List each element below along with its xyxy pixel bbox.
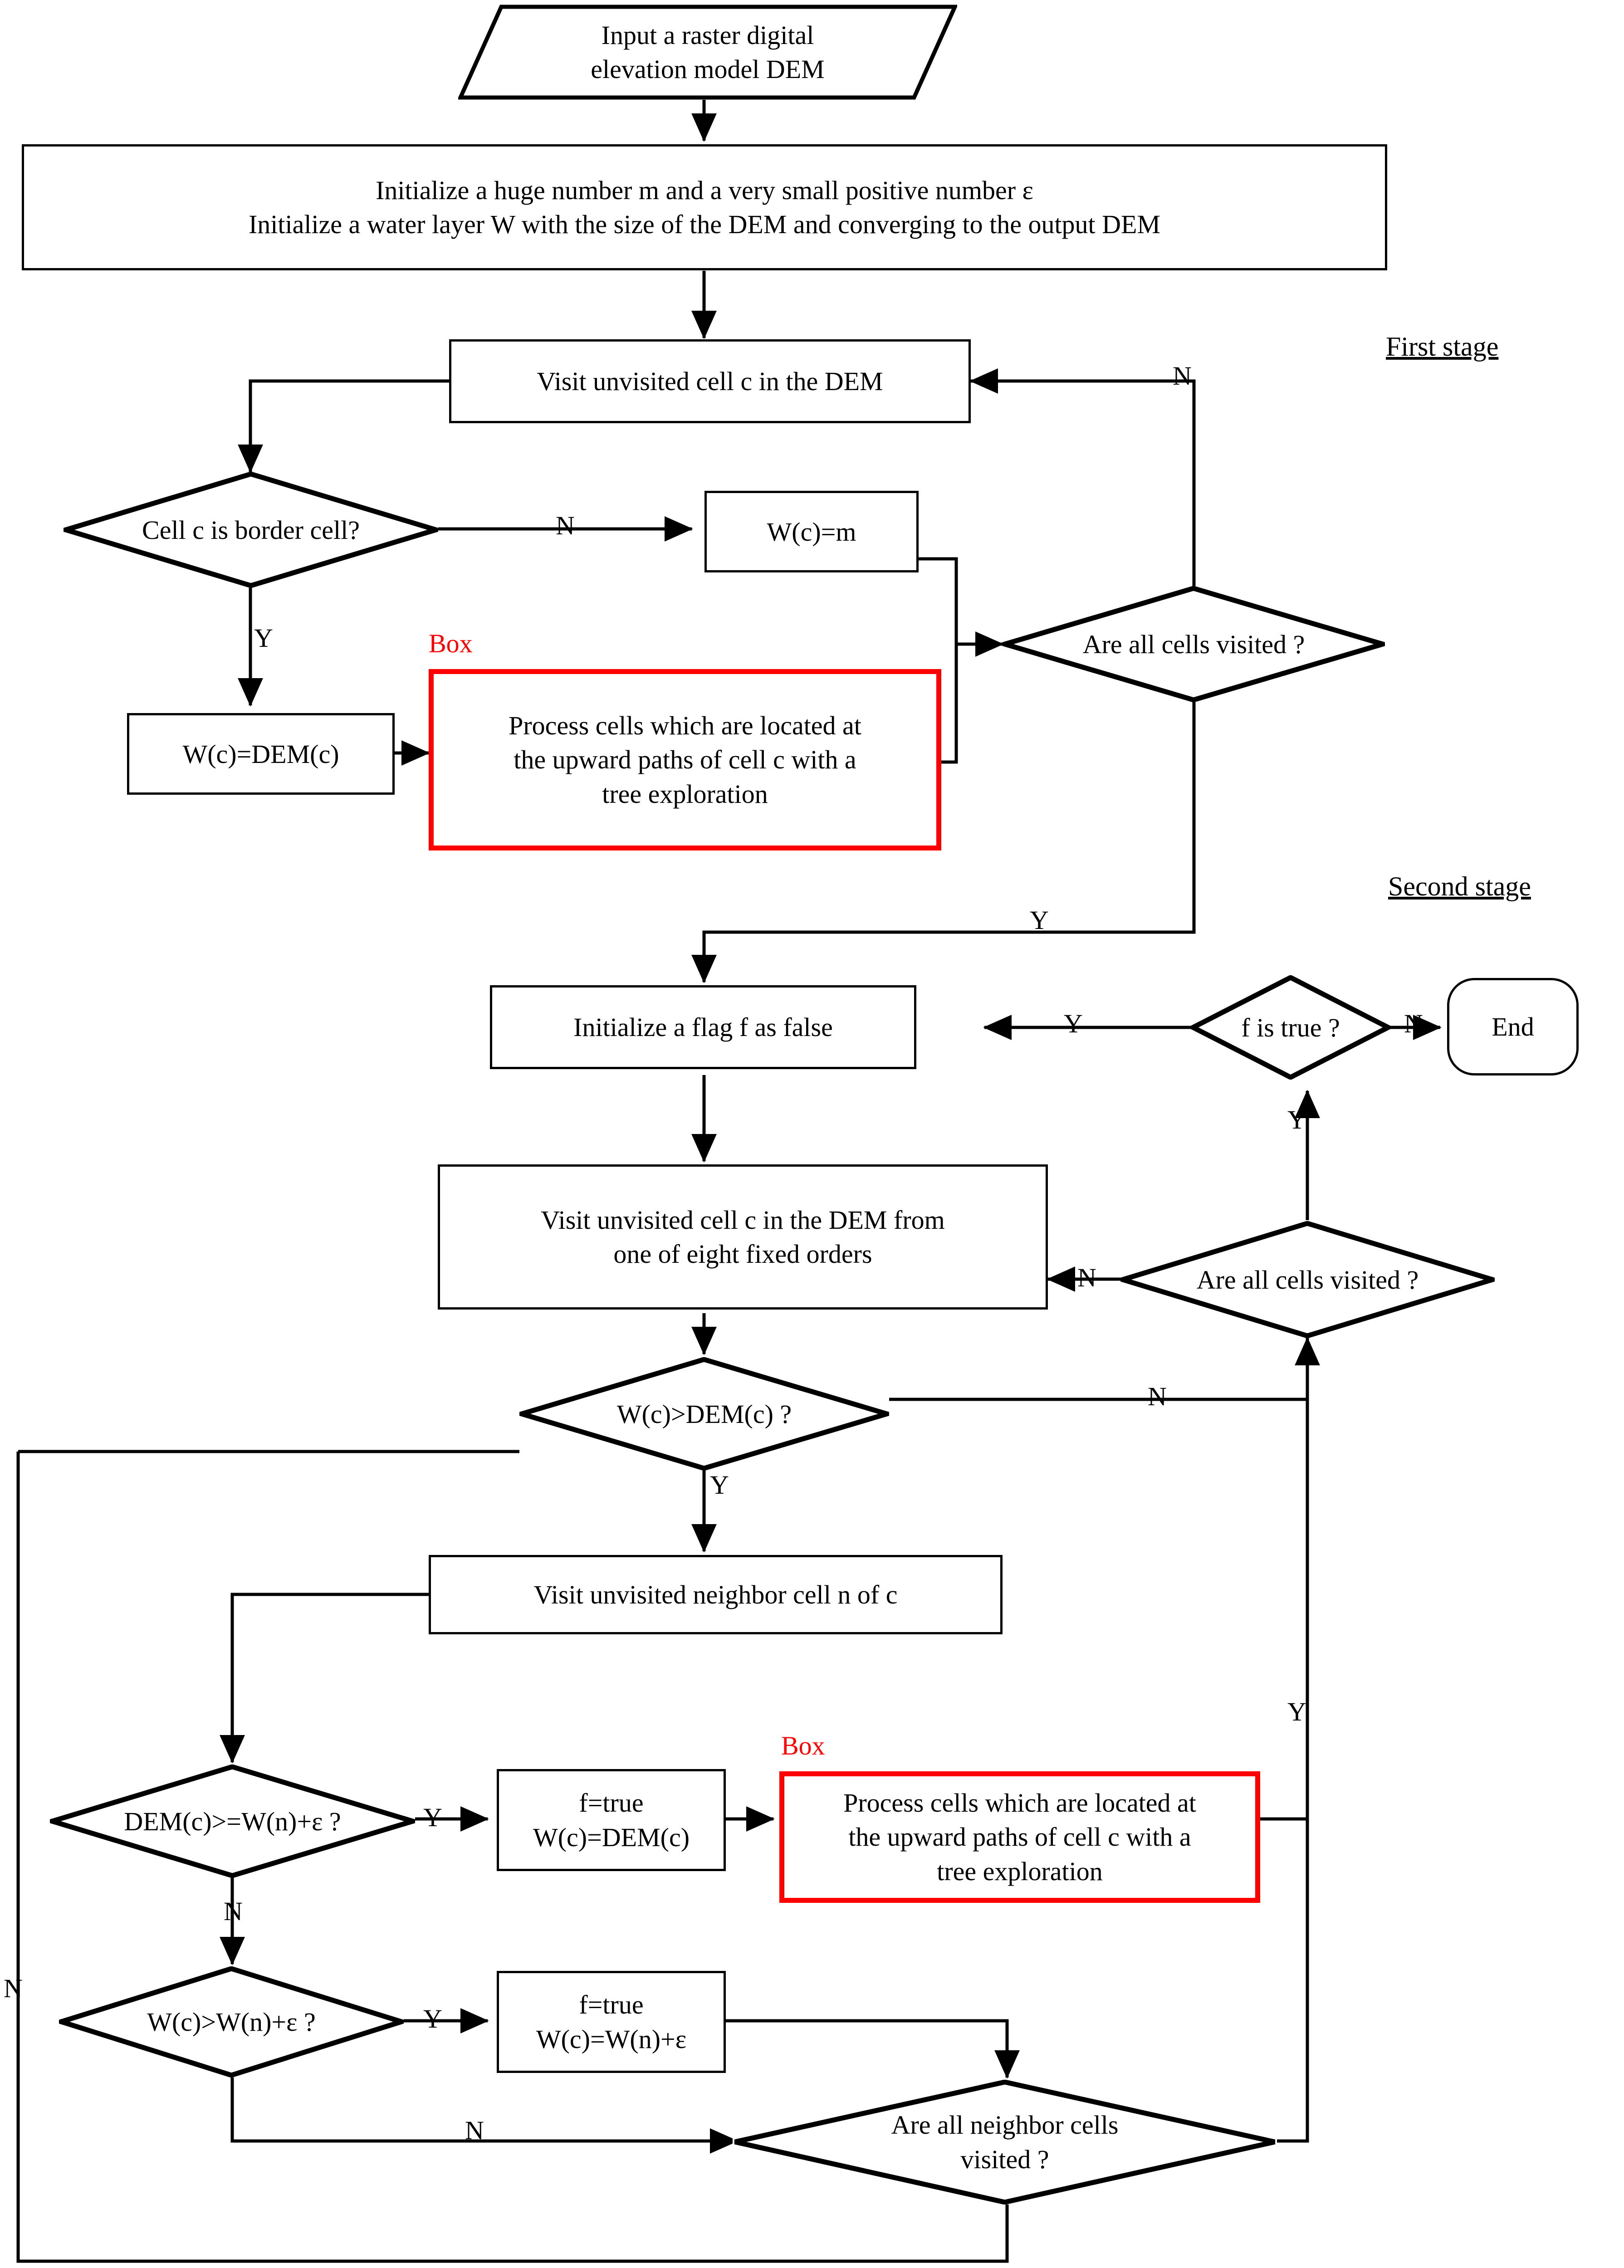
edge-label-dem-ge-no: N	[224, 1897, 243, 1926]
node-wc-gt-demc-text: W(c)>DEM(c) ?	[616, 1399, 792, 1429]
edge-label-all-cells-1-no: N	[1173, 361, 1192, 391]
text-line: Initialize a huge number m and a very sm…	[376, 175, 1033, 205]
edge-label-outer-loop-no: N	[4, 1974, 23, 2003]
node-wc-gt-wn-eps: W(c)>W(n)+ε ?	[59, 1966, 404, 2077]
stage-label-second: Second stage	[1388, 871, 1531, 901]
edge-label-f-true-no: N	[1404, 1009, 1423, 1038]
node-all-cells-visited-1-text: Are all cells visited ?	[1082, 629, 1305, 659]
edge-label-neighbors-yes: Y	[1287, 1697, 1306, 1726]
node-input-dem-text: Input a raster digital elevation model D…	[458, 18, 957, 87]
edge-label-wc-gt-wn-no: N	[465, 2116, 484, 2145]
node-border-check-text: Cell c is border cell?	[142, 515, 360, 545]
edge-label-f-true-yes: Y	[1064, 1009, 1083, 1038]
node-all-cells-visited-1: Are all cells visited ?	[1003, 586, 1385, 702]
node-f-is-true: f is true ?	[1191, 975, 1390, 1080]
text-line: W(c)=W(n)+ε	[536, 2024, 687, 2054]
node-wc-equals-demc: W(c)=DEM(c)	[127, 713, 395, 795]
node-initialize: Initialize a huge number m and a very sm…	[22, 144, 1387, 270]
node-border-check: Cell c is border cell?	[64, 472, 438, 588]
text-line: tree exploration	[937, 1856, 1103, 1886]
edge-label-dem-ge-yes: Y	[423, 1803, 442, 1832]
text-line: Process cells which are located at	[509, 710, 861, 740]
node-f-is-true-text: f is true ?	[1241, 1012, 1340, 1042]
node-wc-equals-demc-text: W(c)=DEM(c)	[182, 739, 339, 769]
edge-label-wc-gt-demc-no: N	[1148, 1382, 1167, 1411]
node-set-true-wn: f=true W(c)=W(n)+ε	[497, 1971, 726, 2073]
box-note-2-label: Box	[781, 1731, 825, 1760]
node-wc-gt-demc: W(c)>DEM(c) ?	[519, 1357, 889, 1471]
node-all-neighbors-visited-text: Are all neighbor cells visited ?	[733, 2108, 1277, 2176]
node-wc-equals-m: W(c)=m	[704, 491, 919, 572]
node-all-neighbors-visited: Are all neighbor cells visited ?	[733, 2080, 1277, 2204]
text-line: tree exploration	[602, 779, 768, 809]
node-visit-cell-stage2-text: Visit unvisited cell c in the DEM from o…	[541, 1203, 945, 1271]
node-end-text: End	[1492, 1012, 1534, 1041]
text-line: Visit unvisited cell c in the DEM from	[541, 1205, 945, 1235]
node-init-flag: Initialize a flag f as false	[490, 985, 916, 1069]
edge-label-border-no: N	[556, 511, 575, 540]
node-set-true-wn-text: f=true W(c)=W(n)+ε	[536, 1988, 686, 2056]
node-end: End	[1447, 978, 1579, 1075]
edge-label-all-cells-1-yes: Y	[1030, 905, 1049, 935]
node-process-tree-1-text: Process cells which are located at the u…	[509, 709, 861, 811]
node-visit-neighbor-text: Visit unvisited neighbor cell n of c	[533, 1580, 898, 1609]
text-line: Initialize a water layer W with the size…	[248, 210, 1161, 239]
text-line: one of eight fixed orders	[613, 1239, 872, 1269]
diamond-shape	[1120, 1221, 1495, 1338]
diamond-shape	[734, 2080, 1276, 2204]
diamond-shape	[1191, 975, 1390, 1080]
node-visit-cell-stage2: Visit unvisited cell c in the DEM from o…	[438, 1164, 1048, 1310]
node-dem-ge-wn-eps-text: DEM(c)>=W(n)+ε ?	[124, 1806, 341, 1836]
node-visit-cell-stage1: Visit unvisited cell c in the DEM	[449, 339, 971, 423]
node-all-cells-visited-2: Are all cells visited ?	[1120, 1221, 1495, 1338]
edge-label-border-yes: Y	[254, 623, 273, 653]
edge-label-all-cells-2-no: N	[1077, 1263, 1096, 1292]
node-visit-neighbor: Visit unvisited neighbor cell n of c	[429, 1555, 1003, 1634]
node-wc-gt-wn-eps-text: W(c)>W(n)+ε ?	[147, 2007, 316, 2037]
text-line: the upward paths of cell c with a	[514, 745, 856, 775]
node-input-dem: Input a raster digital elevation model D…	[458, 5, 957, 100]
diamond-shape	[50, 1765, 415, 1878]
node-visit-cell-stage1-text: Visit unvisited cell c in the DEM	[537, 367, 883, 396]
text-line: f=true	[579, 1788, 644, 1818]
text-line: f=true	[579, 1990, 644, 2020]
diamond-shape	[59, 1966, 404, 2077]
node-process-tree-2-text: Process cells which are located at the u…	[843, 1786, 1196, 1888]
node-dem-ge-wn-eps: DEM(c)>=W(n)+ε ?	[50, 1765, 415, 1878]
text-line: visited ?	[960, 2144, 1049, 2174]
edge-label-wc-gt-wn-yes: Y	[423, 2004, 442, 2033]
node-initialize-text: Initialize a huge number m and a very sm…	[249, 173, 1160, 242]
text-line: the upward paths of cell c with a	[848, 1822, 1191, 1852]
text-line: Process cells which are located at	[843, 1788, 1196, 1818]
text-line: Input a raster digital	[601, 20, 814, 50]
diamond-shape	[519, 1357, 889, 1471]
node-process-tree-2: Process cells which are located at the u…	[779, 1771, 1260, 1903]
edge-label-wc-gt-demc-yes: Y	[710, 1470, 729, 1500]
node-all-cells-visited-2-text: Are all cells visited ?	[1196, 1265, 1419, 1295]
parallelogram-shape	[458, 5, 957, 100]
node-init-flag-text: Initialize a flag f as false	[573, 1012, 833, 1042]
node-process-tree-1: Process cells which are located at the u…	[429, 669, 941, 850]
text-line: W(c)=DEM(c)	[533, 1822, 690, 1852]
edge-label-all-cells-2-yes: Y	[1287, 1105, 1306, 1134]
stage-label-first: First stage	[1386, 332, 1499, 362]
box-note-1-label: Box	[429, 629, 473, 658]
text-line: elevation model DEM	[591, 54, 825, 84]
diamond-shape	[1003, 586, 1385, 702]
text-line: Are all neighbor cells	[891, 2110, 1119, 2140]
node-set-true-dem-text: f=true W(c)=DEM(c)	[533, 1786, 690, 1854]
node-wc-equals-m-text: W(c)=m	[767, 517, 856, 547]
diamond-shape	[64, 472, 438, 588]
node-set-true-dem: f=true W(c)=DEM(c)	[497, 1769, 726, 1871]
